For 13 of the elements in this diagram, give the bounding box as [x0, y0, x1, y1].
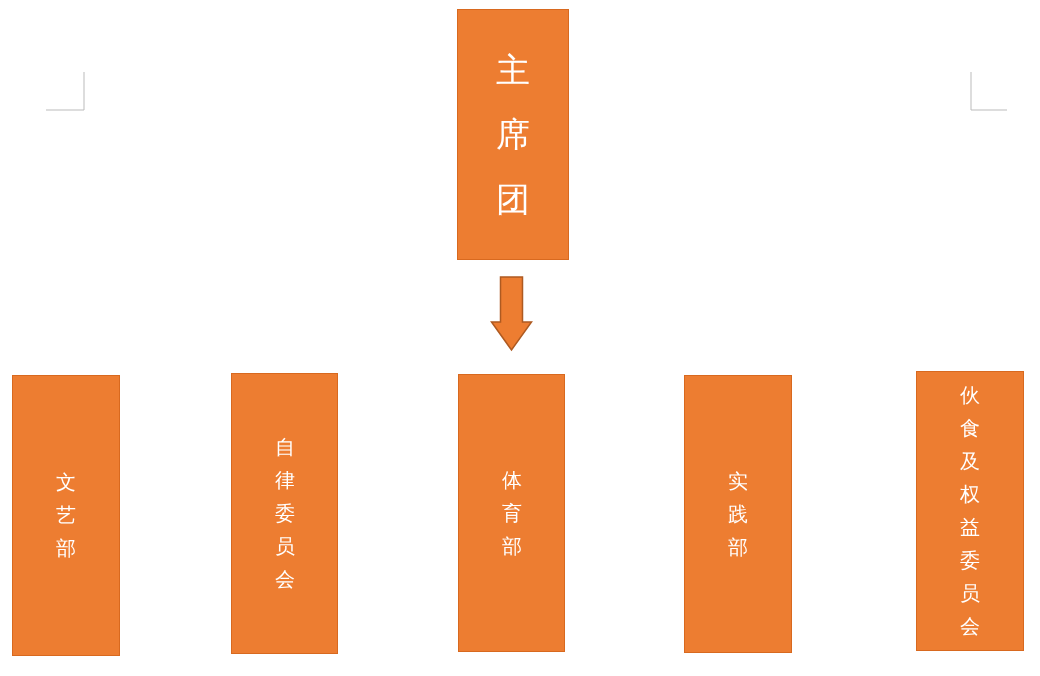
- department-box: [231, 373, 338, 654]
- node-label: 主席团: [496, 48, 530, 221]
- node-label: 伙食及权益委员会: [960, 382, 980, 640]
- department-box: [916, 371, 1024, 651]
- department-box: [12, 375, 120, 656]
- node-label: 文艺部: [56, 469, 76, 562]
- node-label: 实践部: [728, 467, 748, 561]
- node-label: 自律委员会: [274, 434, 295, 593]
- block-arrow: [490, 276, 533, 352]
- node-label: 体育部: [501, 466, 522, 560]
- department-box: [457, 9, 569, 260]
- department-box: [458, 374, 565, 652]
- department-box: [684, 375, 792, 653]
